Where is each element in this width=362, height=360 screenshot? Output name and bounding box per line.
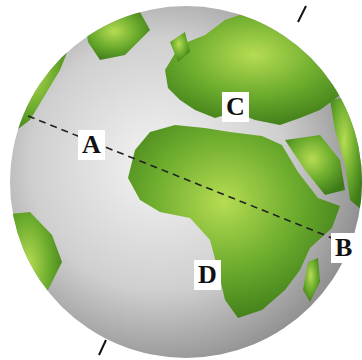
south-america — [0, 212, 62, 345]
point-label: B — [331, 233, 356, 263]
north-america — [0, 30, 70, 135]
arabia — [285, 135, 345, 195]
axis-mark-north — [298, 6, 306, 22]
axis-mark-south — [99, 340, 106, 355]
madagascar — [303, 258, 320, 302]
britain — [170, 32, 190, 62]
point-label: D — [194, 260, 221, 290]
equator-dashed-line — [28, 116, 352, 246]
greenland — [85, 12, 150, 60]
point-label: A — [78, 130, 105, 160]
point-label: C — [222, 92, 249, 122]
asia — [330, 95, 362, 210]
continents — [0, 8, 362, 345]
